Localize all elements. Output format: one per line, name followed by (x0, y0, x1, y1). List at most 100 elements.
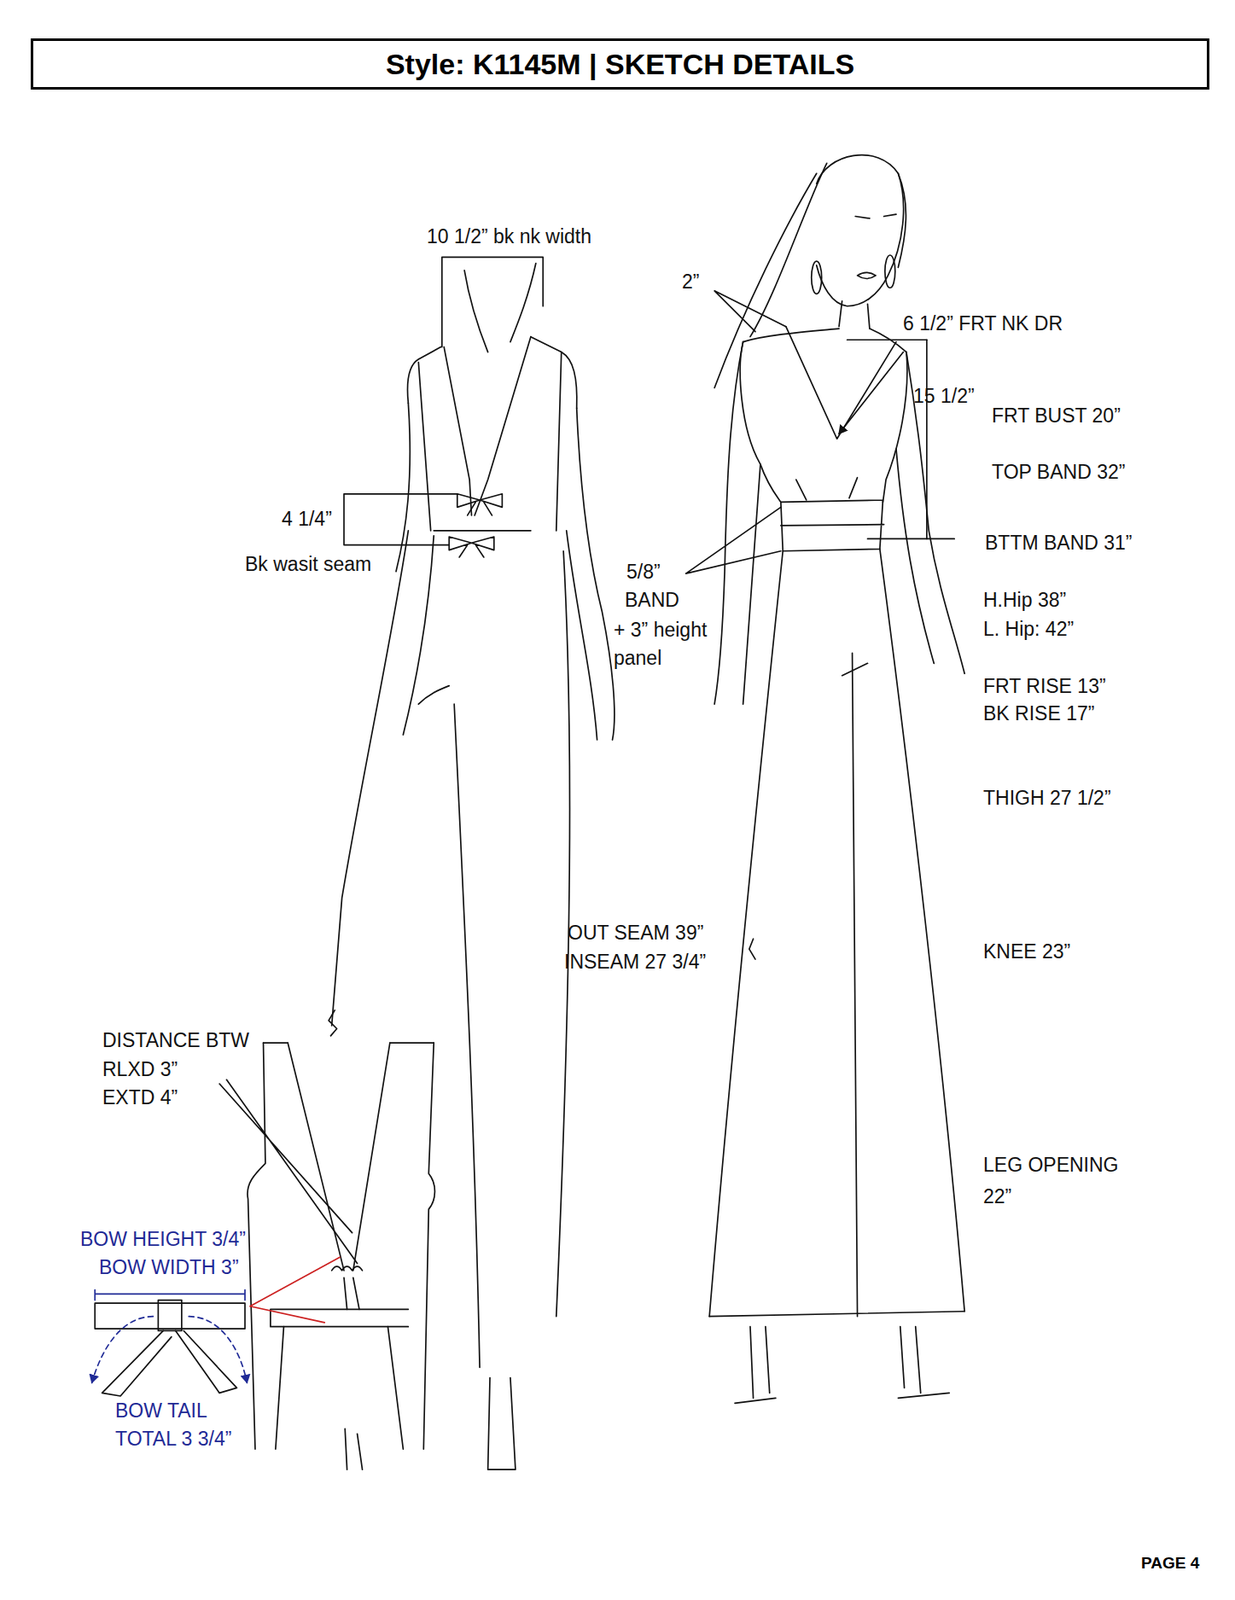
page-number: PAGE 4 (1141, 1554, 1200, 1573)
back-view-figure-part (566, 530, 598, 740)
front-view-figure-part (709, 551, 783, 1317)
dimension-label: EXTD 4” (102, 1086, 178, 1109)
front-dimension-lines-part (926, 339, 928, 539)
front-view-figure-part (743, 328, 839, 343)
back-detail-figure-part (94, 1290, 245, 1301)
front-dimension-lines-part (847, 338, 927, 341)
front-view-figure-part (896, 448, 934, 664)
back-detail-figure-part (344, 1428, 362, 1470)
front-view-figure-part (750, 163, 828, 337)
title-text: Style: K1145M | SKETCH DETAILS (385, 47, 855, 82)
bow-dimension-label: TOTAL 3 3/4” (115, 1427, 232, 1451)
back-view-figure-part (418, 686, 449, 705)
bow-dimension-label: BOW HEIGHT 3/4” (80, 1228, 246, 1251)
back-detail-figure-part (247, 1042, 266, 1450)
back-dimension-lines-part (343, 494, 458, 546)
title-box: Style: K1145M | SKETCH DETAILS (30, 38, 1210, 90)
dimension-label: H.Hip 38” (983, 588, 1067, 612)
dimension-label: 4 1/4” (281, 507, 333, 531)
dimension-label: 22” (983, 1185, 1012, 1208)
back-view-figure-part (332, 530, 409, 1026)
front-view-figure-part (714, 173, 817, 388)
back-view-figure-part (443, 347, 472, 516)
front-view-figure-part (838, 301, 870, 329)
front-view-figure-part (714, 342, 743, 705)
front-dimension-lines-part (867, 538, 956, 541)
front-view-figure-part (857, 272, 877, 279)
back-view-figure-part (407, 347, 442, 404)
front-dimension-lines-part (686, 506, 781, 574)
front-view-figure-part (780, 500, 885, 552)
dimension-label: L. Hip: 42” (983, 617, 1074, 641)
back-view-figure-part (510, 263, 536, 343)
front-view-figure (709, 155, 965, 1404)
back-detail-figure-part (343, 1277, 360, 1310)
back-detail-figure (92, 1042, 436, 1470)
front-view-figure-part (796, 477, 858, 501)
back-detail-figure-part (423, 1042, 435, 1450)
dimension-label: BAND (624, 588, 680, 612)
front-view-figure-part (855, 214, 897, 219)
dimension-label: 10 1/2” bk nk width (426, 225, 592, 248)
back-detail-figure-part (175, 1330, 238, 1393)
dimension-label: BTTM BAND 31” (984, 531, 1133, 554)
dimension-label: + 3” height (613, 618, 707, 641)
front-view-figure-part (897, 1327, 950, 1399)
back-view-figure-part (418, 362, 431, 531)
back-view-figure-part (488, 1377, 516, 1470)
dimension-label: FRT BUST 20” (991, 404, 1121, 427)
back-view-figure-part (402, 535, 434, 735)
back-dimension-lines-part (442, 256, 543, 347)
back-dimension-lines (343, 256, 543, 545)
back-detail-figure-part (188, 1316, 247, 1384)
dimension-label: 2” (681, 270, 700, 293)
back-view-figure-part (448, 536, 495, 558)
dimension-label: 5/8” (626, 560, 661, 583)
back-detail-figure-part (94, 1303, 245, 1329)
back-view-figure-part (396, 402, 410, 571)
back-detail-figure-part (332, 1266, 363, 1271)
front-view-figure-part (811, 261, 822, 294)
dimension-label: RLXD 3” (102, 1058, 178, 1081)
back-detail-figure-part (250, 1257, 340, 1323)
dimension-label: LEG OPENING (983, 1153, 1119, 1177)
front-view-figure-part (734, 1327, 776, 1404)
back-detail-figure-part (270, 1309, 408, 1327)
back-view-figure-part (464, 270, 489, 353)
front-dimension-lines-part (714, 291, 787, 333)
front-view-figure-part (842, 663, 868, 676)
front-view-figure-part (852, 652, 858, 1317)
front-view-figure-part (749, 938, 756, 960)
dimension-label: 6 1/2” FRT NK DR (902, 312, 1063, 335)
front-view-figure-part (879, 548, 965, 1311)
back-view-figure-part (457, 494, 503, 516)
front-view-figure-part (816, 155, 904, 307)
back-detail-figure-part (275, 1327, 403, 1451)
front-view-figure-part (743, 464, 761, 705)
bow-dimension-label: BOW WIDTH 3” (99, 1256, 239, 1279)
front-view-figure-part (709, 1311, 965, 1317)
dimension-label: INSEAM 27 3/4” (564, 950, 706, 973)
bow-dimension-label: BOW TAIL (115, 1399, 208, 1422)
front-dimension-lines-part (838, 352, 903, 435)
dimension-label: BK RISE 17” (983, 702, 1095, 725)
dimension-label: TOP BAND 32” (991, 460, 1125, 484)
front-view-figure-part (885, 255, 896, 288)
dimension-label: FRT RISE 13” (983, 675, 1107, 698)
front-view-figure-part (739, 342, 781, 503)
back-detail-figure-part (263, 1042, 435, 1044)
front-view-figure-part (882, 352, 907, 503)
back-view-figure-part (576, 407, 615, 740)
back-view-figure-part (433, 530, 531, 532)
back-detail-figure-part (92, 1316, 154, 1384)
dimension-label: Bk wasit seam (244, 553, 372, 576)
dimension-label: DISTANCE BTW (102, 1029, 250, 1052)
sketch-illustration-part (92, 155, 965, 1470)
back-detail-figure-part (157, 1300, 182, 1332)
dimension-label: 15 1/2” (913, 384, 975, 408)
dimension-label: OUT SEAM 39” (567, 921, 704, 944)
back-view-figure-part (454, 704, 480, 1368)
dimension-label: KNEE 23” (983, 940, 1071, 963)
dimension-label: panel (613, 646, 662, 670)
back-view-figure (328, 263, 615, 1471)
